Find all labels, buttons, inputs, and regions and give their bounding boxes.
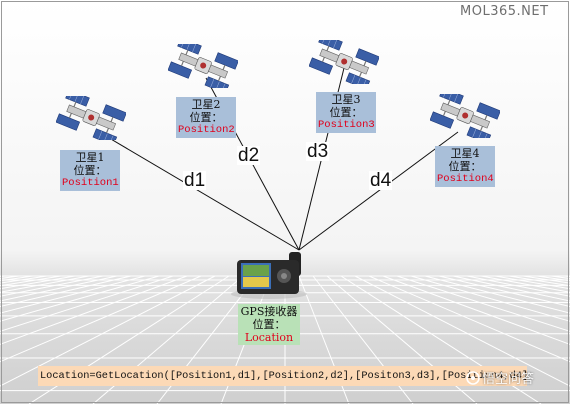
satellite-4-position: Position4 — [437, 173, 494, 185]
satellite-4-icon — [430, 94, 500, 138]
gps-device-icon — [231, 252, 307, 299]
watermark-text: 悟空问答 — [482, 372, 535, 387]
floor-grid-line — [0, 275, 118, 302]
satellite-1-name: 卫星1 — [75, 151, 105, 164]
satellite-2-position: Position2 — [178, 124, 235, 136]
receiver-location: Location — [244, 331, 294, 344]
floor-grid-line — [0, 275, 174, 332]
floor-grid-line — [0, 275, 132, 308]
watermark-logo-icon — [466, 371, 480, 385]
floor-grid-line — [382, 275, 570, 345]
floor-grid-line — [0, 275, 146, 314]
signal-line-4 — [298, 131, 459, 251]
satellite-2-label: 卫星2 位置： Position2 — [176, 97, 236, 138]
satellite-4-label: 卫星4 位置： Position4 — [435, 146, 495, 187]
floor-grid-line — [0, 275, 202, 363]
formula-bar: Location=GetLocation([Position1,d1],[Pos… — [38, 366, 527, 386]
satellite-1-position: Position1 — [62, 177, 119, 189]
distance-d3-label: d3 — [306, 141, 330, 162]
satellite-1-pos-label: 位置： — [73, 164, 107, 177]
floor-grid-line — [0, 275, 188, 345]
satellite-4-name: 卫星4 — [450, 147, 480, 160]
signal-line-1 — [98, 131, 300, 251]
site-mark: MOL365.NET — [460, 4, 549, 19]
distance-d2-label: d2 — [237, 145, 261, 166]
satellite-3-pos-label: 位置： — [329, 106, 363, 119]
floor-grid-line — [424, 275, 570, 314]
distance-d1-label: d1 — [183, 170, 207, 191]
distance-d4-label: d4 — [369, 170, 393, 191]
satellite-3-position: Position3 — [318, 119, 375, 131]
receiver-name: GPS接收器 — [240, 305, 298, 318]
satellite-2-name: 卫星2 — [191, 98, 221, 111]
floor-grid-line — [438, 275, 570, 308]
satellite-3-icon — [309, 40, 379, 84]
satellite-2-pos-label: 位置： — [189, 111, 223, 124]
floor-grid-line — [396, 275, 570, 332]
satellite-2-icon — [168, 44, 238, 88]
floor-grid-line — [0, 275, 216, 387]
receiver-label: GPS接收器 位置： Location — [238, 304, 300, 345]
floor-grid-line — [452, 275, 570, 302]
floor-grid-line — [368, 275, 570, 363]
floor-grid-line — [410, 275, 570, 322]
satellite-1-label: 卫星1 位置： Position1 — [60, 150, 120, 191]
satellite-1-icon — [56, 96, 126, 140]
receiver-pos-label: 位置： — [252, 318, 286, 331]
satellite-3-name: 卫星3 — [331, 93, 361, 106]
satellite-3-label: 卫星3 位置： Position3 — [316, 92, 376, 133]
floor-grid-line — [354, 275, 570, 387]
satellite-4-pos-label: 位置： — [448, 160, 482, 173]
floor-grid-line — [0, 275, 160, 322]
